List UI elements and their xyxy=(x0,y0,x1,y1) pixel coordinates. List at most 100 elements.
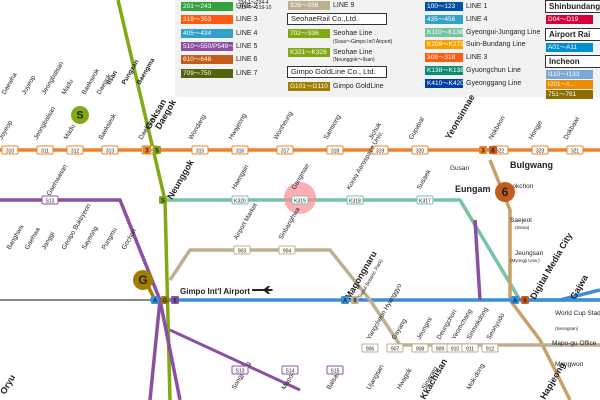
station-label-line3: Nokbeon xyxy=(488,115,507,141)
station-code-line9: 906 xyxy=(366,347,375,353)
station-code-line3: 310 xyxy=(6,149,15,155)
station-label-line3: Hongje xyxy=(528,119,545,141)
station-code-bottom: S14 xyxy=(286,369,295,375)
station-code-line3: 313 xyxy=(106,149,115,155)
incheon-title: Incheon xyxy=(545,55,600,68)
legend-swatch: 709～750 xyxy=(181,68,233,78)
station-code-line3: 318 xyxy=(331,149,340,155)
line5-branch xyxy=(169,328,301,392)
station-code-box xyxy=(233,245,251,255)
shinbundang-title: Shinbundang xyxy=(545,0,600,13)
badge-5-gimpo: 5 xyxy=(173,299,177,305)
station-code-box xyxy=(326,145,344,155)
legend-swatch: 201～243 xyxy=(181,2,233,11)
badge-a-gimpo-box xyxy=(151,296,159,304)
station-code-box xyxy=(386,343,404,353)
station-code-line3: 312 xyxy=(71,149,80,155)
station-label-line5: Pungmu xyxy=(101,226,119,251)
badge-9-magongnaru-box xyxy=(351,296,359,304)
badge-a-dmc-box xyxy=(511,296,519,304)
station-code-line9: 909 xyxy=(436,347,445,353)
legend-swatch: K209～K272 xyxy=(425,40,464,50)
station-label-top: Ilsan xyxy=(106,70,119,86)
station-code-line9: 910 xyxy=(451,347,460,353)
airport-title: Airport Rai xyxy=(545,28,600,41)
legend-line-label: LINE 4 xyxy=(236,29,258,37)
station-label-top: Juyeop xyxy=(21,74,38,96)
legend-swatch: 405～434 xyxy=(181,28,233,38)
station-label-top: Baengma xyxy=(136,57,157,86)
station-code-gyeongui: K317 xyxy=(419,199,431,205)
station-saejeol-sub: (Sinsa) xyxy=(515,225,530,230)
station-label-line5: Gaehwasan xyxy=(46,163,70,197)
legend-panel xyxy=(175,0,600,97)
station-code-box xyxy=(276,145,294,155)
badge-a-magongnaru-box xyxy=(341,296,349,304)
legend-line-label: Gyeongui-Jungang Line xyxy=(466,28,541,36)
gyeongui-track xyxy=(165,198,522,301)
badge-g-gimpo: G xyxy=(163,299,168,305)
station-code-box xyxy=(461,343,479,353)
station-code-line3: 317 xyxy=(281,149,290,155)
station-code-line3: 322 xyxy=(496,149,505,155)
legend-line-label: Gimpo GoldLine xyxy=(333,83,384,90)
station-label-airport: Sinbanghwa xyxy=(278,206,302,241)
line6-badge: 6 xyxy=(502,185,509,199)
station-code-box xyxy=(66,145,84,155)
legend-swatch: 100～123 xyxy=(425,2,463,11)
station-yeokchon: Yeokchon xyxy=(505,183,534,190)
station-world-cup-sub: (Seongsan) xyxy=(555,326,579,331)
station-label-top: Madu xyxy=(61,78,75,96)
station-code-box xyxy=(411,343,429,353)
line5-track-2 xyxy=(148,299,162,400)
station-label-bottom: Mok-dong xyxy=(466,362,487,391)
incheon-swatch-1: I110～I133 xyxy=(546,70,593,79)
legend-line-label: LINE 1 xyxy=(466,3,488,10)
legend-seohae2-sub: (Neunggok～Ilsan) xyxy=(333,57,375,63)
station-code-box xyxy=(531,145,549,155)
legend-line-label: Seohae Line xyxy=(333,49,373,56)
station-label-line3: Juyeop xyxy=(0,119,14,141)
badge-9-magongnaru: 9 xyxy=(353,299,357,305)
legend-line-label: LINE 4 xyxy=(466,15,488,23)
station-code-box xyxy=(231,145,249,155)
station-code-line9: 907 xyxy=(391,347,400,353)
goldline-badge: G xyxy=(138,273,147,287)
station-label-line3: Hwajeong xyxy=(228,112,249,141)
badge-a-dmc: A xyxy=(513,299,518,305)
incheon-swatch-2: I201～I... xyxy=(546,80,593,89)
station-yeonsinnae: Yeonsinnae xyxy=(443,93,477,141)
station-mapogu: Mapo-gu Office xyxy=(552,340,597,347)
station-code-line3: 321 xyxy=(571,149,580,155)
station-label-line5: Sayeong xyxy=(81,225,100,251)
station-code-box xyxy=(1,145,19,155)
station-code-box xyxy=(326,365,344,375)
station-eungam: Eungam xyxy=(455,184,491,194)
legend-swatch: 610～648 xyxy=(181,55,233,65)
legend-line-label: Seohae Line xyxy=(333,30,373,37)
legend-line-label: LINE 3 xyxy=(236,16,258,24)
station-label-line3: Wonheung xyxy=(273,110,295,141)
badge-6-yeonsinnae: 6 xyxy=(491,149,495,155)
legend-swatch: 308～318 xyxy=(425,53,463,63)
station-code-box xyxy=(101,145,119,155)
station-dmc: Digital Media City xyxy=(528,231,574,301)
legend-line-label: Gyuongchun Line xyxy=(466,67,521,74)
legend-line2-extra: 234-1～234-4 219-4～219-10 xyxy=(238,0,272,11)
station-label-bottom: Songjeong xyxy=(231,360,253,391)
station-code-box xyxy=(371,145,389,155)
legend-swatch: 435～456 xyxy=(425,14,463,24)
badge-s-neunggok-box xyxy=(159,196,167,204)
legend-swatch: K410～K420 xyxy=(425,78,464,88)
station-label-line3: Jeongbalsan xyxy=(33,105,58,141)
badge-s-neunggok: S xyxy=(161,199,165,205)
badge-6-yeonsinnae-box xyxy=(489,146,497,154)
